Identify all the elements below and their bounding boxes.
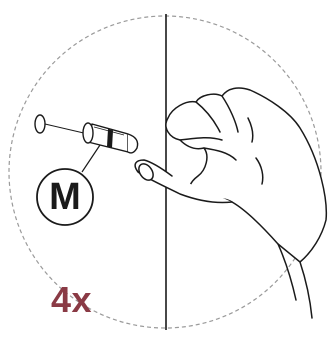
quantity-label: 4x (51, 282, 92, 318)
insertion-guide-line (45, 124, 88, 134)
drill-hole-icon (35, 115, 45, 133)
hand-icon (135, 88, 326, 318)
part-label-m: M (36, 168, 94, 226)
dowel-pin-icon (83, 123, 138, 153)
